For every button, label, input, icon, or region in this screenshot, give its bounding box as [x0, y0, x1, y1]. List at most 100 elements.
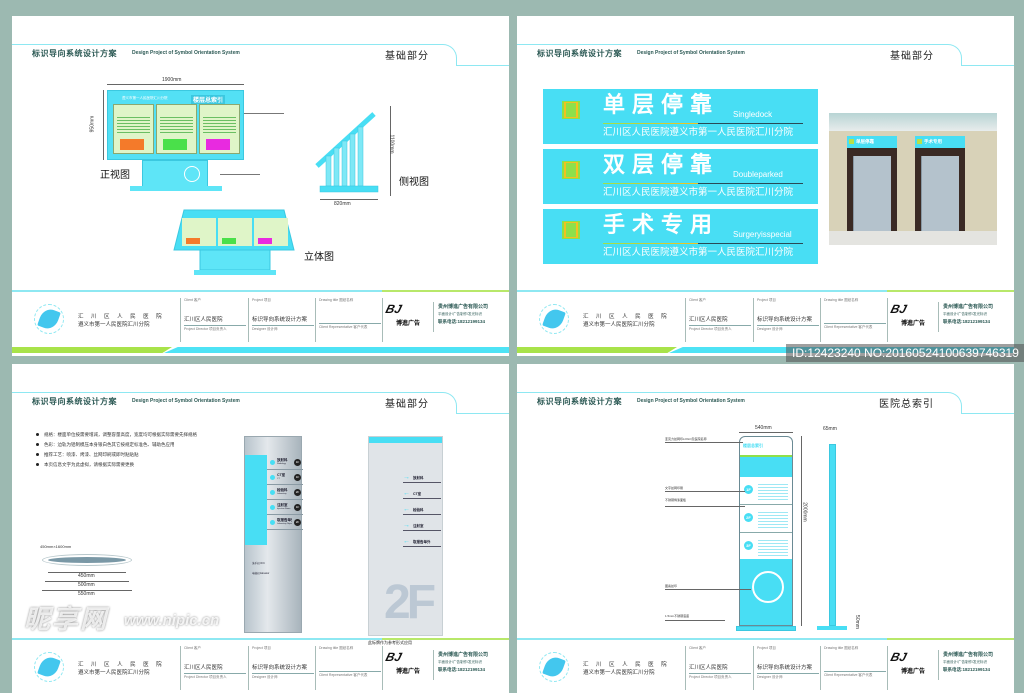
title-block-footer: 汇 川 区 人 民 医 院 遵义市第一人民医院汇川分院 Client 客户 汇川… [12, 288, 509, 356]
direction-row: 注射室 [403, 521, 441, 531]
company-info: 贵州博進广告有限公司 平面设计/广告制作/发光标识 联系电话:182121991… [943, 652, 994, 672]
side-view-label: 侧视图 [399, 177, 429, 188]
brand-logo: BJ 博進广告 [889, 650, 926, 675]
height-dimension: 950mm [89, 115, 96, 133]
hospital-branch: 遵义市第一人民医院汇川分院 [583, 670, 655, 676]
image-id-banner: ID:12423240 NO:20160524100639746319 [786, 344, 1024, 362]
drawing-field: Drawing title 图纸名称 Client Representative… [319, 646, 381, 678]
page-floor-directory: 标识导向系统设计方案 Design Project of Symbol Orie… [12, 364, 509, 693]
side-height-dimension: 1100mm [388, 134, 395, 154]
project-field: Project 项目 标识导向系统设计方案 Designer 设计师 [757, 646, 819, 680]
header-subtitle: Design Project of Symbol Orientation Sys… [132, 50, 240, 56]
elevator-sign-single: 单层停靠 Singledock 汇川区人民医院遵义市第一人民医院汇川分院 [543, 89, 818, 144]
width-dimension: 1900mm [162, 77, 182, 83]
direction-row: 放射科 [403, 473, 441, 483]
sign-hospital: 汇川区人民医院遵义市第一人民医院汇川分院 [603, 187, 794, 198]
floor-panel [156, 104, 197, 154]
header-subtitle: Design Project of Symbol Orientation Sys… [637, 50, 745, 56]
hospital-name: 汇 川 区 人 民 医 院 [78, 662, 165, 668]
reference-caption: 此标牌作为参考形式应用 [368, 640, 412, 645]
page-front-view: 标识导向系统设计方案 Design Project of Symbol Orie… [12, 16, 509, 356]
wall-direction-sign: 放射科 CT室 检验科 注射室 取报告单外 2F [368, 436, 443, 636]
hospital-name: 汇 川 区 人 民 医 院 [583, 314, 670, 320]
drawing-field: Drawing title 图纸名称 Client Representative… [824, 298, 886, 330]
header-title: 标识导向系统设计方案 [32, 397, 117, 406]
isometric-view-label: 立体图 [304, 252, 334, 263]
sign-subtitle-en: Singledock [733, 110, 773, 119]
header-line [12, 44, 432, 45]
header-subtitle: Design Project of Symbol Orientation Sys… [132, 398, 240, 404]
elevator-door [847, 148, 897, 233]
header-title: 标识导向系统设计方案 [537, 397, 622, 406]
floor-mark: 2F [384, 576, 436, 629]
dimension: 450mm [78, 573, 95, 579]
hospital-logo-icon [34, 652, 64, 682]
annotation-line [220, 174, 260, 175]
drawing-field: Drawing title 图纸名称 Client Representative… [824, 646, 886, 678]
annotation: 文字丝网印刷 [665, 486, 684, 490]
watermark-url: www.nipic.cn [124, 612, 220, 629]
section-title: 医院总索引 [879, 399, 934, 410]
spec-note: 色彩：边轨为铝制模压本身银白色其它按规定标准色、辅助色应用 [36, 442, 197, 448]
floor-block: 3F [740, 533, 792, 561]
section-title: 基础部分 [385, 51, 429, 62]
client-field: Client 客户 汇川区人民医院 Project Director 项目负责人 [184, 646, 246, 680]
floor-block: 2F [740, 505, 792, 533]
header-subtitle: Design Project of Symbol Orientation Sys… [637, 398, 745, 404]
hospital-name: 汇 川 区 人 民 医 院 [583, 662, 670, 668]
legend-elevator: 电梯间 Elevator [252, 572, 270, 575]
elevator-sign-surgery: 手术专用 Surgeryisspecial 汇川区人民医院遵义市第一人民医院汇川… [543, 209, 818, 264]
sign-title: 手术专用 [603, 212, 720, 237]
base-height: 50mm [853, 615, 860, 629]
client-field: Client 客户 汇川区人民医院 Project Director 项目负责人 [689, 298, 751, 332]
hospital-branch: 遵义市第一人民医院汇川分院 [583, 322, 655, 328]
elevator-sign-double: 双层停靠 Doubleparked 汇川区人民医院遵义市第一人民医院汇川分院 [543, 149, 818, 204]
photo-sign: 单层停靠 [847, 136, 897, 148]
section-title: 基础部分 [385, 399, 429, 410]
header-curve [427, 44, 457, 66]
sign-subtitle-en: Surgeryisspecial [733, 230, 792, 239]
company-info: 贵州博進广告有限公司 平面设计/广告制作/发光标识 联系电话:182121991… [943, 304, 994, 324]
annotation: 不锈钢烤漆面板 [665, 498, 687, 502]
watermark-site: 昵享网 [24, 604, 109, 634]
cross-section-outer [42, 554, 132, 566]
direction-row: 取报告单外 [403, 537, 441, 547]
spec-note: 规格：楼面单位按需要增减，调整容量高度，宽度均可根据实际需要先择规格 [36, 432, 197, 438]
page-hospital-index: 标识导向系统设计方案 Design Project of Symbol Orie… [517, 364, 1014, 693]
spec-note: 推荐工艺：喷漆、烤漆、丝网印刷或即时贴贴贴 [36, 452, 197, 458]
directory-board-front: 遵义市第一人民医院汇川分院 楼层总索引 [107, 90, 244, 160]
side-view-drawing [315, 112, 379, 193]
hospital-logo-icon [34, 304, 64, 334]
sign-title: 双层停靠 [603, 152, 720, 177]
brand-logo: BJ 博進广告 [889, 302, 926, 327]
totem-side-base [817, 626, 847, 630]
header-line [456, 65, 509, 66]
side-width-dimension: 820mm [334, 201, 351, 207]
hospital-branch: 遵义市第一人民医院汇川分院 [78, 322, 150, 328]
hospital-logo-icon [184, 166, 200, 182]
project-field: Project 项目 标识导向系统设计方案 Designer 设计师 [757, 298, 819, 332]
elevator-icon [562, 101, 580, 119]
sign-subtitle-en: Doubleparked [733, 170, 783, 179]
totem-base [736, 626, 796, 631]
project-field: Project 项目 标识导向系统设计方案 Designer 设计师 [252, 298, 314, 332]
spec-note: 本页信息文字为此虚拟，请根据实际需要更换 [36, 462, 197, 468]
hospital-emblem-icon [752, 571, 784, 603]
sign-title: 单层停靠 [603, 92, 720, 117]
dimension: 500mm [78, 582, 95, 588]
legend-restroom: 洗手间 W.C [252, 562, 265, 565]
hospital-logo-icon [539, 304, 569, 334]
brand-logo: BJ 博進广告 [384, 302, 421, 327]
board-foot [130, 186, 222, 191]
side-height-line [390, 106, 391, 196]
front-view-label: 正视图 [100, 170, 130, 181]
height-dimension-line [103, 90, 104, 160]
project-field: Project 项目 标识导向系统设计方案 Designer 设计师 [252, 646, 314, 680]
direction-row: CT室 [403, 489, 441, 499]
